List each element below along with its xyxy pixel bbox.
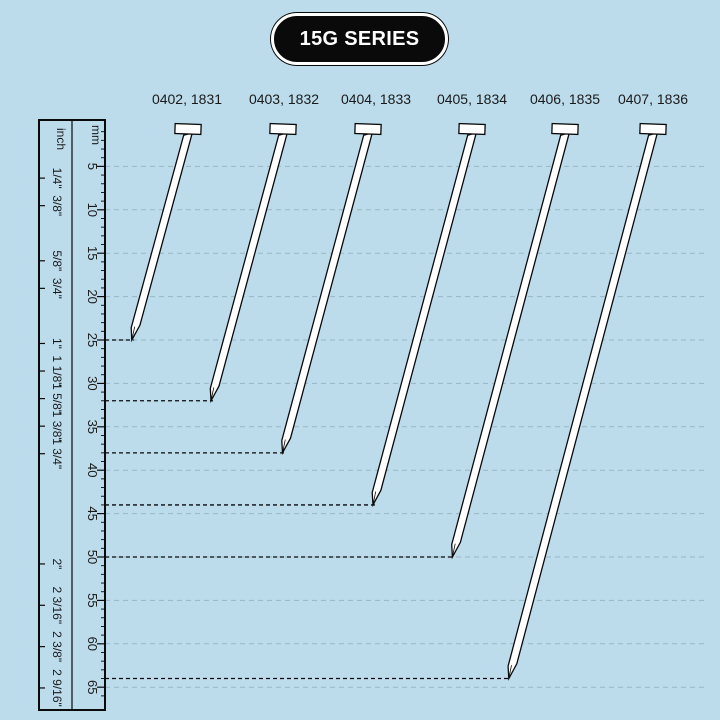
ruler-mm-unit: mm (89, 125, 103, 145)
nail-label: 0406, 1835 (530, 91, 600, 107)
inch-tick-label: 1/4" (50, 168, 64, 189)
mm-tick-label: 20 (85, 289, 100, 303)
series-badge: 15G SERIES (271, 13, 448, 65)
inch-tick-label: 2 3/16" (50, 586, 64, 624)
mm-tick-label: 15 (85, 246, 100, 260)
nail-head (269, 122, 297, 136)
nail-shank (451, 131, 571, 560)
ruler: mm inch 5 10 15 20 25 30 35 40 45 50 55 60 65 1/4" 3/8… (38, 119, 106, 711)
inch-tick-label: 1" (50, 338, 64, 349)
inch-tick-label: 1 5/8" (50, 383, 64, 414)
mm-tick-label: 60 (85, 637, 100, 651)
nail-shank (507, 131, 659, 681)
inch-tick-label: 3/4" (50, 278, 64, 299)
inch-tick-label: 1 3/8" (50, 411, 64, 442)
mm-tick-label: 25 (85, 333, 100, 347)
nail-point (210, 387, 215, 401)
nail-shank (130, 131, 194, 343)
inch-tick-label: 3/8" (50, 195, 64, 216)
nail-head (174, 122, 202, 136)
nail-head (639, 122, 667, 136)
nail-point (452, 543, 456, 558)
nail-label: 0407, 1836 (618, 91, 688, 107)
nail-head (354, 122, 382, 136)
nail-point (508, 665, 512, 679)
nails (130, 122, 667, 681)
nail-point (282, 439, 286, 453)
nail-label: 0403, 1832 (249, 91, 319, 107)
mm-tick-label: 10 (85, 203, 100, 217)
nail-shank (281, 131, 374, 456)
nail-head (458, 122, 486, 136)
series-title: 15G SERIES (299, 27, 420, 50)
nail-label: 0402, 1831 (152, 91, 222, 107)
nail-shank (209, 131, 289, 404)
ruler-inch-unit: inch (54, 128, 68, 150)
inch-tick-label: 2 9/16" (50, 669, 64, 707)
mm-tick-label: 5 (85, 163, 100, 170)
nail-point (372, 491, 377, 505)
mm-tick-label: 55 (85, 593, 100, 607)
mm-tick-label: 40 (85, 463, 100, 477)
mm-tick-label: 45 (85, 506, 100, 520)
mm-tick-label: 30 (85, 376, 100, 390)
nail-label: 0405, 1834 (437, 91, 507, 107)
grid-lines (105, 165, 708, 688)
nail-label: 0404, 1833 (341, 91, 411, 107)
nail-labels: 0402, 1831 0403, 1832 0404, 1833 0405, 1834… (152, 91, 688, 107)
mm-tick-label: 35 (85, 420, 100, 434)
nail-shank (371, 131, 478, 508)
nail-point (131, 326, 136, 341)
inch-tick-label: 5/8" (50, 250, 64, 271)
inch-tick-label: 1 1/8" (50, 356, 64, 387)
inch-tick-label: 1 3/4" (50, 438, 64, 469)
nail-head (551, 122, 579, 136)
inch-tick-label: 2 3/8" (50, 631, 64, 662)
length-leaders (105, 339, 511, 680)
mm-tick-label: 50 (85, 550, 100, 564)
mm-tick-label: 65 (85, 680, 100, 694)
inch-tick-label: 2" (50, 558, 64, 569)
